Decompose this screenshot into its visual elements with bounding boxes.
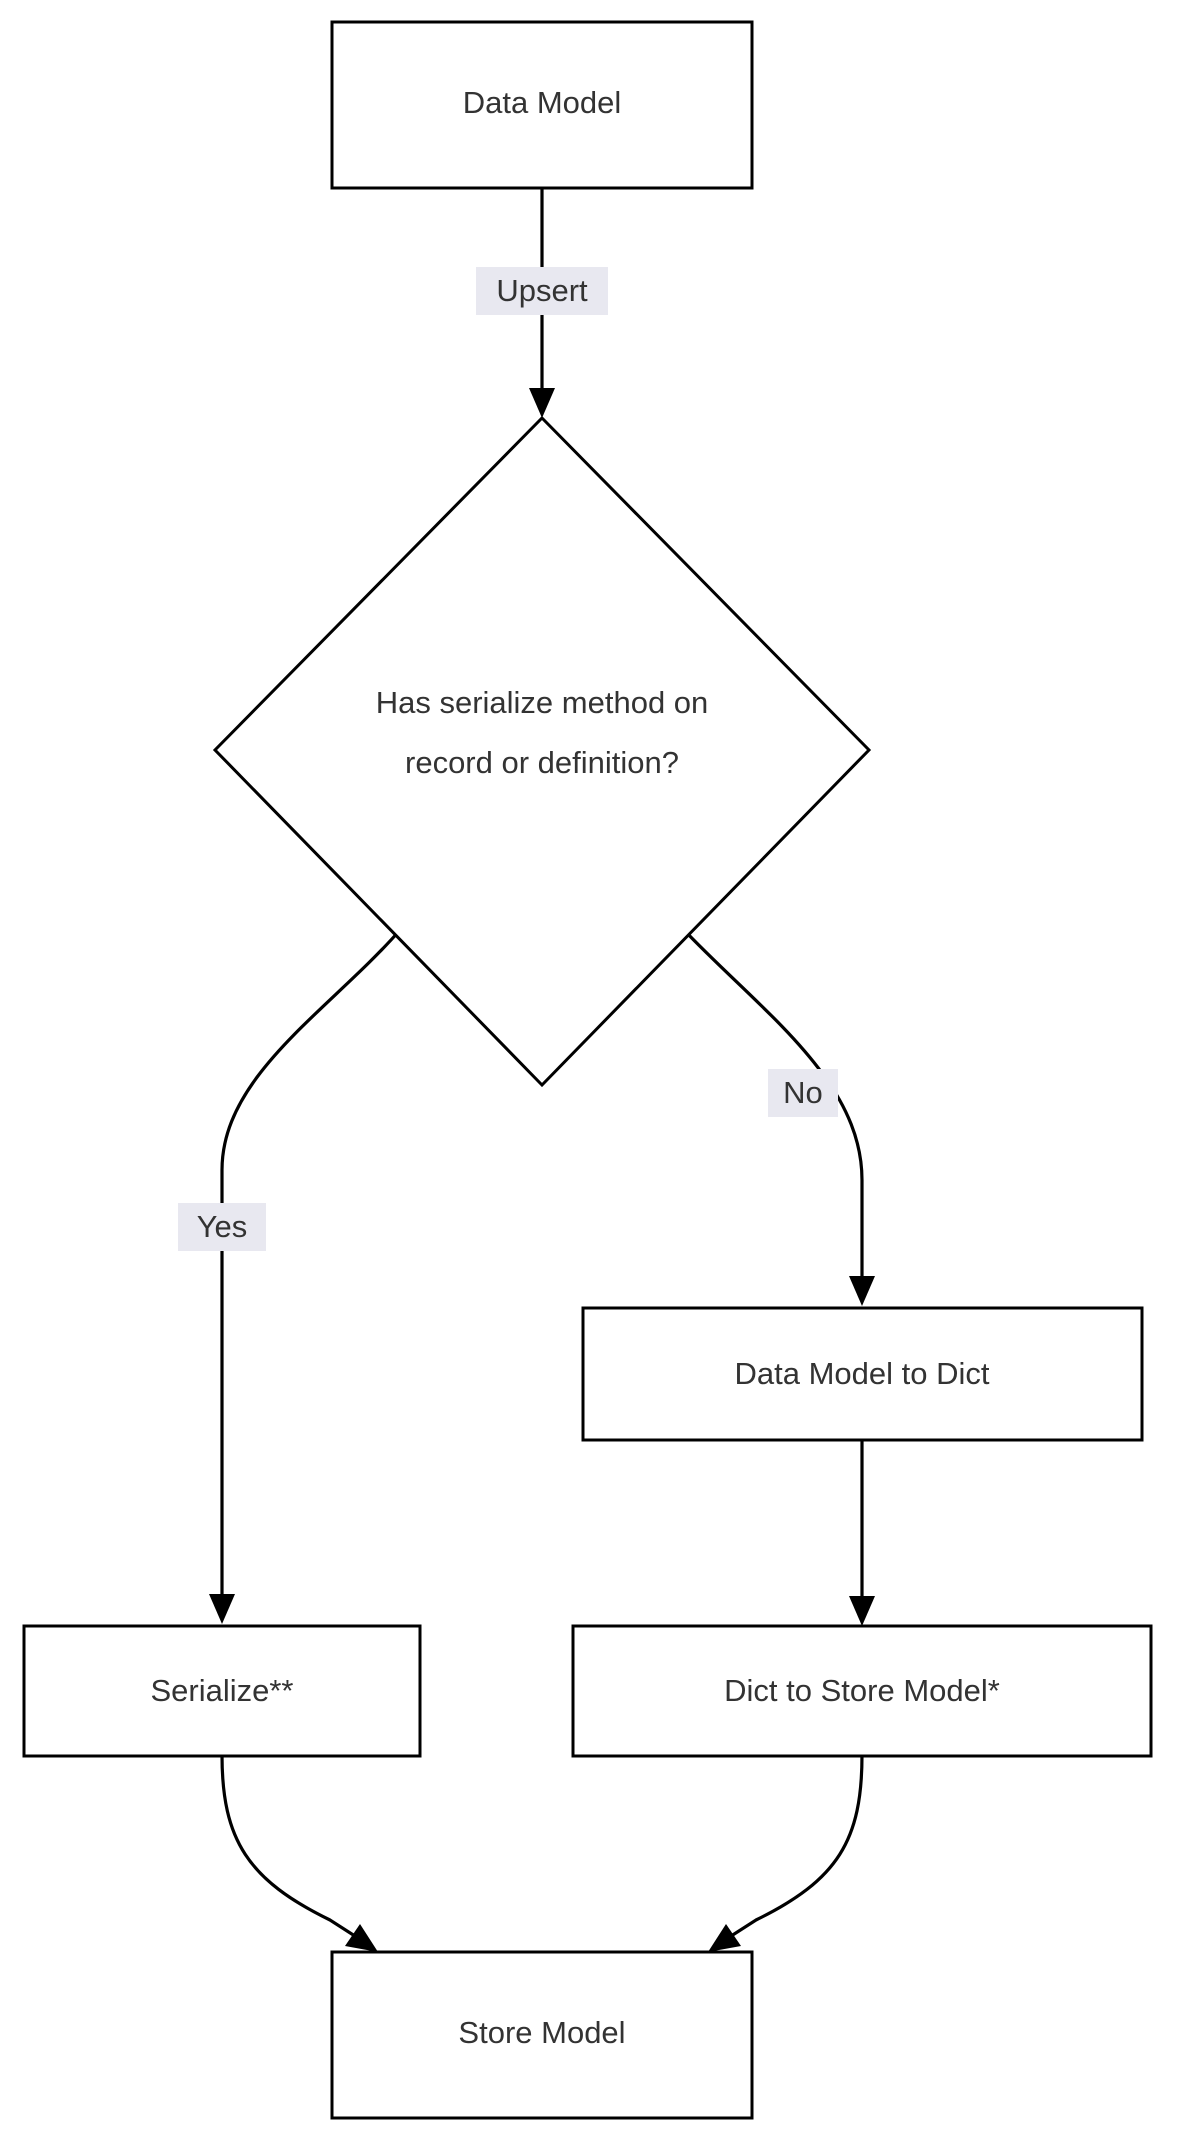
edge-label-yes: Yes	[178, 1203, 266, 1251]
node-data-model-to-dict-label: Data Model to Dict	[735, 1356, 990, 1391]
arrow-head-icon	[529, 388, 555, 418]
node-data-model-label: Data Model	[463, 85, 622, 120]
node-has-serialize[interactable]: Has serialize method on record or defini…	[212, 415, 872, 1088]
node-store-model[interactable]: Store Model	[330, 1950, 754, 2120]
edge-serialize-to-store-model	[220, 1754, 378, 1952]
node-dict-to-store-model-shape[interactable]	[571, 1624, 1153, 1758]
node-dict-to-store-model-label: Dict to Store Model*	[724, 1673, 1000, 1708]
node-serialize[interactable]: Serialize**	[22, 1624, 422, 1758]
node-data-model-shape[interactable]	[330, 20, 754, 190]
edge-has-serialize-to-data-model-to-dict	[682, 928, 875, 1306]
node-has-serialize-shape[interactable]	[212, 415, 872, 1088]
node-serialize-shape[interactable]	[22, 1624, 422, 1758]
edge-dict-to-store-model-to-store-model	[708, 1754, 864, 1952]
edge-label-no: No	[768, 1069, 838, 1117]
arrow-head-icon	[209, 1594, 235, 1624]
edge-label-upsert-text: Upsert	[496, 273, 588, 308]
edge-data-model-to-dict-to-dict-to-store-model	[849, 1440, 875, 1626]
arrow-head-icon	[849, 1596, 875, 1626]
edge-line	[727, 1754, 864, 1940]
edge-label-upsert-background	[476, 267, 608, 315]
edge-has-serialize-to-serialize	[209, 928, 402, 1624]
node-has-serialize-label-line2: record or definition?	[405, 745, 679, 780]
arrow-head-icon	[345, 1924, 378, 1952]
edge-label-yes-background	[178, 1203, 266, 1251]
arrow-head-icon	[708, 1924, 741, 1952]
edge-line	[220, 928, 402, 1600]
edge-label-upsert: Upsert	[476, 267, 608, 315]
node-dict-to-store-model[interactable]: Dict to Store Model*	[571, 1624, 1153, 1758]
edge-label-yes-text: Yes	[197, 1209, 248, 1244]
edge-label-no-text: No	[783, 1075, 823, 1110]
node-store-model-shape[interactable]	[330, 1950, 754, 2120]
node-serialize-label: Serialize**	[150, 1673, 293, 1708]
node-store-model-label: Store Model	[458, 2015, 625, 2050]
node-data-model-to-dict[interactable]: Data Model to Dict	[581, 1306, 1144, 1442]
edge-line	[682, 928, 864, 1282]
arrow-head-icon	[849, 1276, 875, 1306]
node-has-serialize-label-line1: Has serialize method on	[376, 685, 709, 720]
node-data-model[interactable]: Data Model	[330, 20, 754, 190]
edge-label-no-background	[768, 1069, 838, 1117]
edge-line	[220, 1754, 359, 1940]
node-data-model-to-dict-shape[interactable]	[581, 1306, 1144, 1442]
